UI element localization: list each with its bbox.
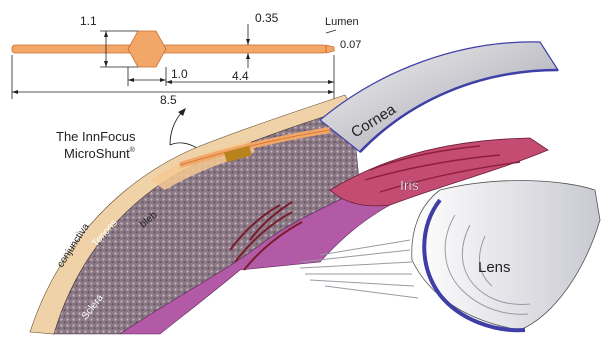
eye-cross-section bbox=[30, 42, 600, 334]
shunt-tube bbox=[12, 45, 326, 53]
dimension-arrowheads bbox=[12, 31, 334, 94]
dim-lumen-diameter: 0.07 bbox=[340, 39, 361, 51]
dim-fin-to-tip: 4.4 bbox=[232, 69, 249, 83]
lens-label: Lens bbox=[478, 259, 511, 276]
dim-fin-length: 1.0 bbox=[171, 67, 188, 81]
device-leader-arrow bbox=[170, 112, 182, 145]
dimension-lines bbox=[12, 24, 336, 99]
device-label-line2: MicroShunt® bbox=[64, 146, 136, 161]
shunt-tip bbox=[326, 45, 334, 53]
iris-label: Iris bbox=[400, 177, 419, 193]
dim-fin-width: 1.1 bbox=[80, 14, 97, 28]
dim-lumen-label: Lumen bbox=[325, 16, 359, 28]
dim-tube-diameter: 0.35 bbox=[255, 11, 279, 25]
microshunt-device bbox=[12, 31, 334, 67]
shunt-fin bbox=[128, 31, 166, 67]
dim-total-length: 8.5 bbox=[160, 93, 177, 107]
device-label-line1: The InnFocus bbox=[56, 129, 136, 144]
